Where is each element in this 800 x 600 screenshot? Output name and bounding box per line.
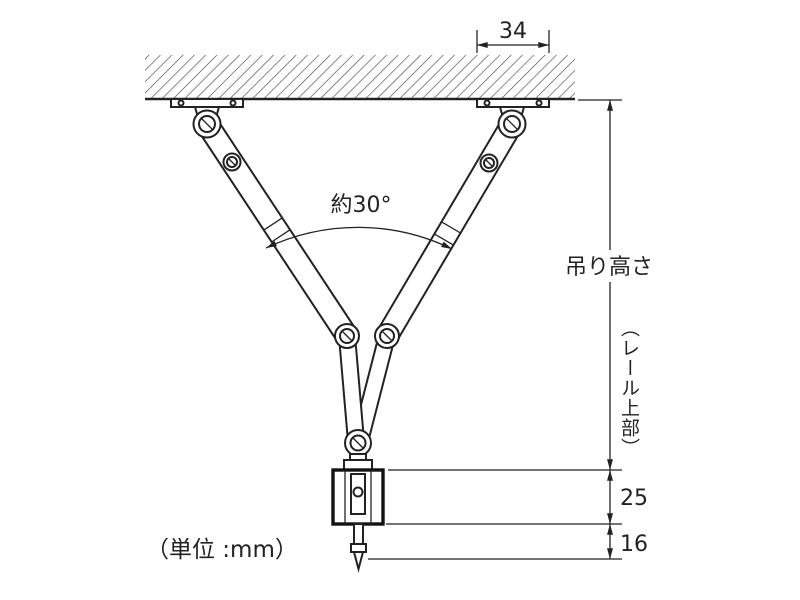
label-mask (563, 250, 655, 282)
right-mid-joint (374, 323, 400, 349)
left-arm (196, 116, 358, 344)
hanging-height-note: （レール上部） (618, 318, 640, 458)
dimension-hanging-height: 吊り高さ (388, 99, 655, 471)
left-plate-screw-2 (229, 99, 237, 107)
trolley (331, 453, 385, 526)
dimension-bracket-width: 34 (476, 19, 550, 53)
trolley-axle (352, 486, 364, 498)
angle-label: 約30° (331, 193, 392, 218)
dimension-rail-height: 25 (386, 469, 648, 525)
right-arm-screw (479, 153, 499, 173)
right-plate-screw-1 (483, 99, 491, 107)
left-mid-joint (334, 323, 360, 349)
left-lower-strut (337, 334, 366, 443)
ceiling-hatch (145, 55, 575, 99)
ceiling-section (145, 55, 575, 101)
bottom-joint (344, 429, 372, 457)
right-plate-screw-2 (535, 99, 543, 107)
right-top-pivot (497, 109, 527, 139)
left-arm-screw (222, 152, 242, 172)
bracket-width-label: 34 (499, 19, 527, 44)
left-plate-screw-1 (177, 99, 185, 107)
rail-height-label: 25 (620, 486, 648, 511)
unit-note: （単位 :mm） (146, 537, 298, 563)
hook-drop-label: 16 (620, 532, 648, 557)
hanging-height-label: 吊り高さ (565, 255, 653, 280)
hook-tip (352, 551, 365, 573)
left-top-pivot (192, 109, 222, 139)
hook (350, 523, 367, 573)
right-arm (376, 117, 523, 343)
dimension-angle: 約30° (265, 193, 453, 250)
dimension-hook-drop: 16 (368, 523, 648, 560)
